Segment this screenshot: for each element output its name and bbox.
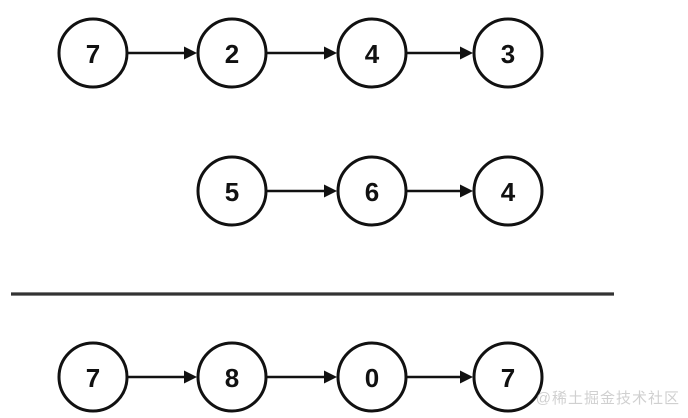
list-node[interactable]: 7 bbox=[57, 17, 129, 89]
list-node[interactable]: 7 bbox=[57, 341, 129, 413]
list-node[interactable]: 3 bbox=[472, 17, 544, 89]
node-circle bbox=[472, 155, 544, 227]
edge-arrow bbox=[406, 46, 473, 60]
edge-arrow bbox=[127, 370, 197, 384]
arrow-head-icon bbox=[460, 184, 473, 198]
list-node[interactable]: 0 bbox=[336, 341, 408, 413]
arrow-head-icon bbox=[184, 370, 197, 384]
node-value-label: 7 bbox=[86, 39, 100, 69]
edge-arrow bbox=[406, 370, 473, 384]
list-node[interactable]: 6 bbox=[336, 155, 408, 227]
arrow-head-icon bbox=[460, 46, 473, 60]
list-node[interactable]: 8 bbox=[196, 341, 268, 413]
node-circle bbox=[57, 17, 129, 89]
list-node[interactable]: 5 bbox=[196, 155, 268, 227]
node-circle bbox=[196, 17, 268, 89]
node-value-label: 7 bbox=[501, 363, 515, 393]
edge-arrow bbox=[266, 370, 337, 384]
node-value-label: 0 bbox=[365, 363, 379, 393]
node-circle bbox=[336, 155, 408, 227]
edge-arrow bbox=[406, 184, 473, 198]
node-value-label: 3 bbox=[501, 39, 515, 69]
node-value-label: 4 bbox=[501, 177, 516, 207]
list-node[interactable]: 4 bbox=[472, 155, 544, 227]
node-value-label: 7 bbox=[86, 363, 100, 393]
node-value-label: 6 bbox=[365, 177, 379, 207]
node-circle bbox=[472, 341, 544, 413]
list-node[interactable]: 4 bbox=[336, 17, 408, 89]
node-circle bbox=[472, 17, 544, 89]
node-value-label: 5 bbox=[225, 177, 239, 207]
row-input-list-2: 5 6 4 bbox=[196, 155, 544, 227]
node-circle bbox=[336, 17, 408, 89]
node-circle bbox=[196, 341, 268, 413]
arrow-head-icon bbox=[184, 46, 197, 60]
node-circle bbox=[196, 155, 268, 227]
arrow-head-icon bbox=[324, 184, 337, 198]
edge-arrow bbox=[266, 46, 337, 60]
row-input-list-1: 7 2 4 3 bbox=[57, 17, 544, 89]
node-value-label: 8 bbox=[225, 363, 239, 393]
watermark-text: @稀土掘金技术社区 bbox=[535, 390, 680, 407]
arrow-head-icon bbox=[324, 46, 337, 60]
rows-layer: 7 2 4 3 5 6 4 7 8 0 7 bbox=[57, 17, 544, 413]
node-circle bbox=[57, 341, 129, 413]
edge-arrow bbox=[127, 46, 197, 60]
node-value-label: 2 bbox=[225, 39, 239, 69]
node-circle bbox=[336, 341, 408, 413]
row-result-list: 7 8 0 7 bbox=[57, 341, 544, 413]
node-value-label: 4 bbox=[365, 39, 380, 69]
list-node[interactable]: 7 bbox=[472, 341, 544, 413]
list-node[interactable]: 2 bbox=[196, 17, 268, 89]
arrow-head-icon bbox=[324, 370, 337, 384]
arrow-head-icon bbox=[460, 370, 473, 384]
edge-arrow bbox=[266, 184, 337, 198]
